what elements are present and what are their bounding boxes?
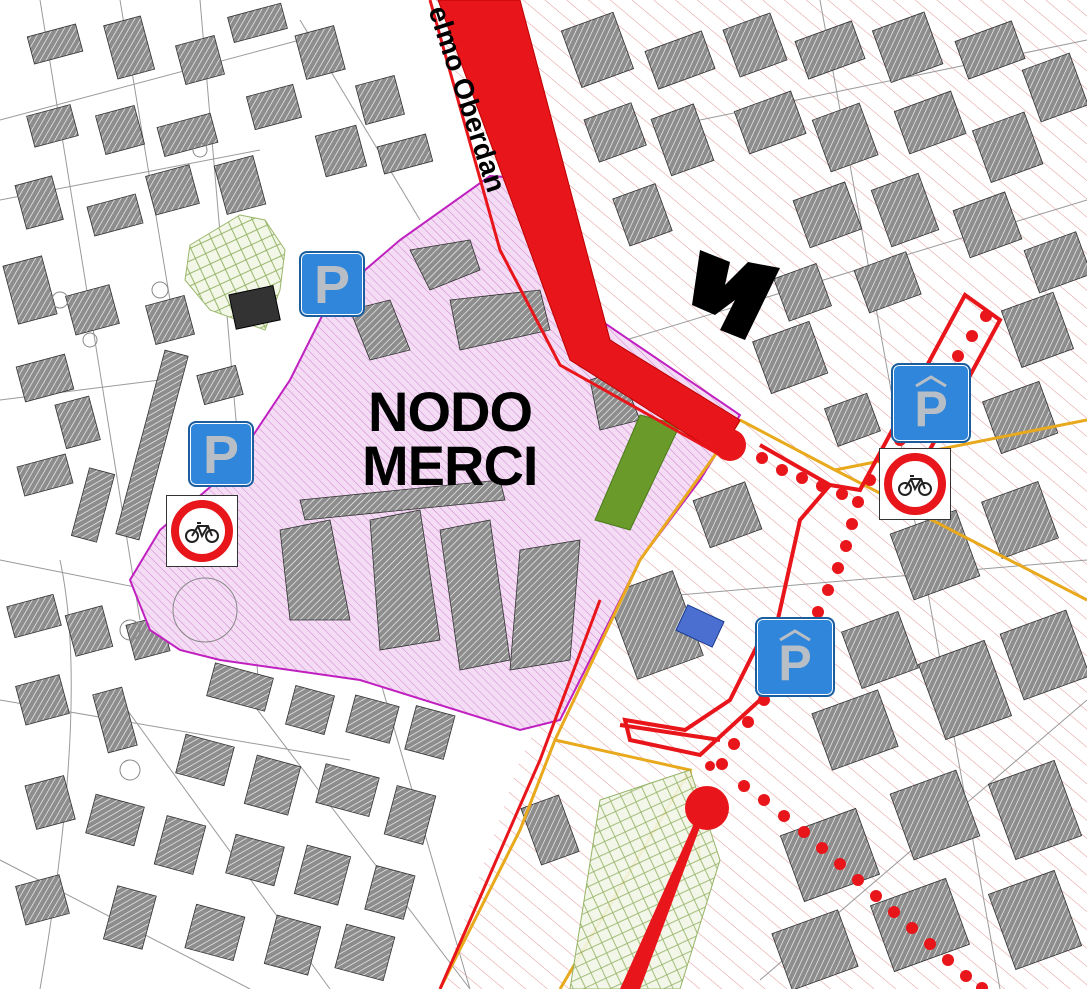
blue-building (675, 604, 725, 648)
no-bicycle-sign-icon[interactable] (166, 495, 238, 567)
main-street-south (620, 800, 710, 989)
parking-letter: P (202, 425, 240, 485)
park-south (569, 769, 721, 989)
zone-label-nodo-merci: NODO MERCI (362, 380, 538, 497)
building-dark (228, 284, 281, 330)
covered-parking-sign-icon[interactable]: P (755, 617, 835, 697)
no-bicycle-icon (884, 453, 946, 515)
black-building (692, 250, 780, 340)
zone-buildings (279, 239, 641, 671)
zone-label-line2: MERCI (362, 434, 538, 497)
parking-sign-icon[interactable]: P (188, 421, 254, 487)
junction-node-south (685, 786, 729, 830)
parking-letter: P (914, 381, 948, 437)
main-street-oberdan (437, 0, 741, 456)
parking-sign-icon[interactable]: P (299, 251, 365, 317)
street-outline (428, 0, 721, 457)
roof-icon (779, 629, 811, 641)
parking-letter: P (313, 255, 351, 315)
no-bicycle-icon (171, 500, 233, 562)
covered-parking-sign-icon[interactable]: P (891, 363, 971, 443)
street-south-left (438, 599, 602, 989)
junction-node-north (714, 429, 746, 461)
parking-letter: P (778, 635, 812, 691)
no-bicycle-sign-icon[interactable] (879, 448, 951, 520)
roundabouts (51, 142, 238, 781)
zone-label-line1: NODO (368, 380, 533, 443)
hatched-district (430, 0, 1087, 989)
buildings (2, 2, 456, 982)
roof-icon (915, 375, 947, 387)
